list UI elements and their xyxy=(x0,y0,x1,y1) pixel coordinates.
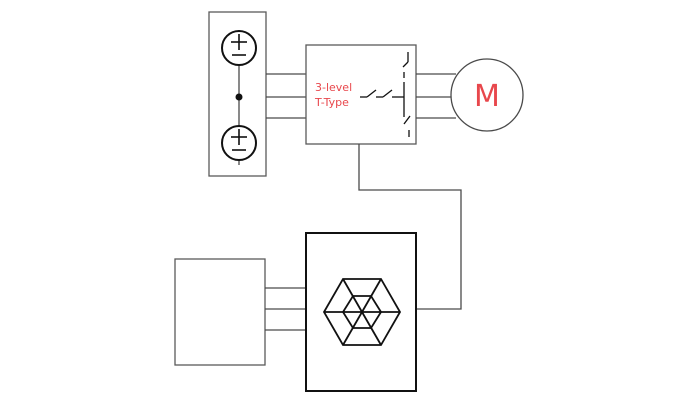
control-signal-line xyxy=(358,144,462,310)
lower-battery-icon xyxy=(221,125,257,161)
input-block xyxy=(174,258,266,366)
motor-circle xyxy=(450,58,524,132)
switch-icon xyxy=(360,52,411,137)
input-wires xyxy=(265,287,306,331)
converter-label-line2: T-Type xyxy=(314,96,349,109)
motor: M xyxy=(450,58,524,132)
upper-battery-icon xyxy=(221,30,257,66)
motor-label: M xyxy=(474,79,500,114)
dc-bus-wires xyxy=(266,73,306,119)
converter-block: 3-level T-Type xyxy=(305,44,417,145)
midpoint-node xyxy=(235,93,243,101)
motor-wires xyxy=(416,73,456,119)
converter-box xyxy=(305,44,417,145)
dc-source-block xyxy=(208,11,267,177)
converter-label-line1: 3-level xyxy=(315,81,352,94)
hexagon-web-icon xyxy=(322,278,402,346)
controller-block xyxy=(305,232,417,392)
